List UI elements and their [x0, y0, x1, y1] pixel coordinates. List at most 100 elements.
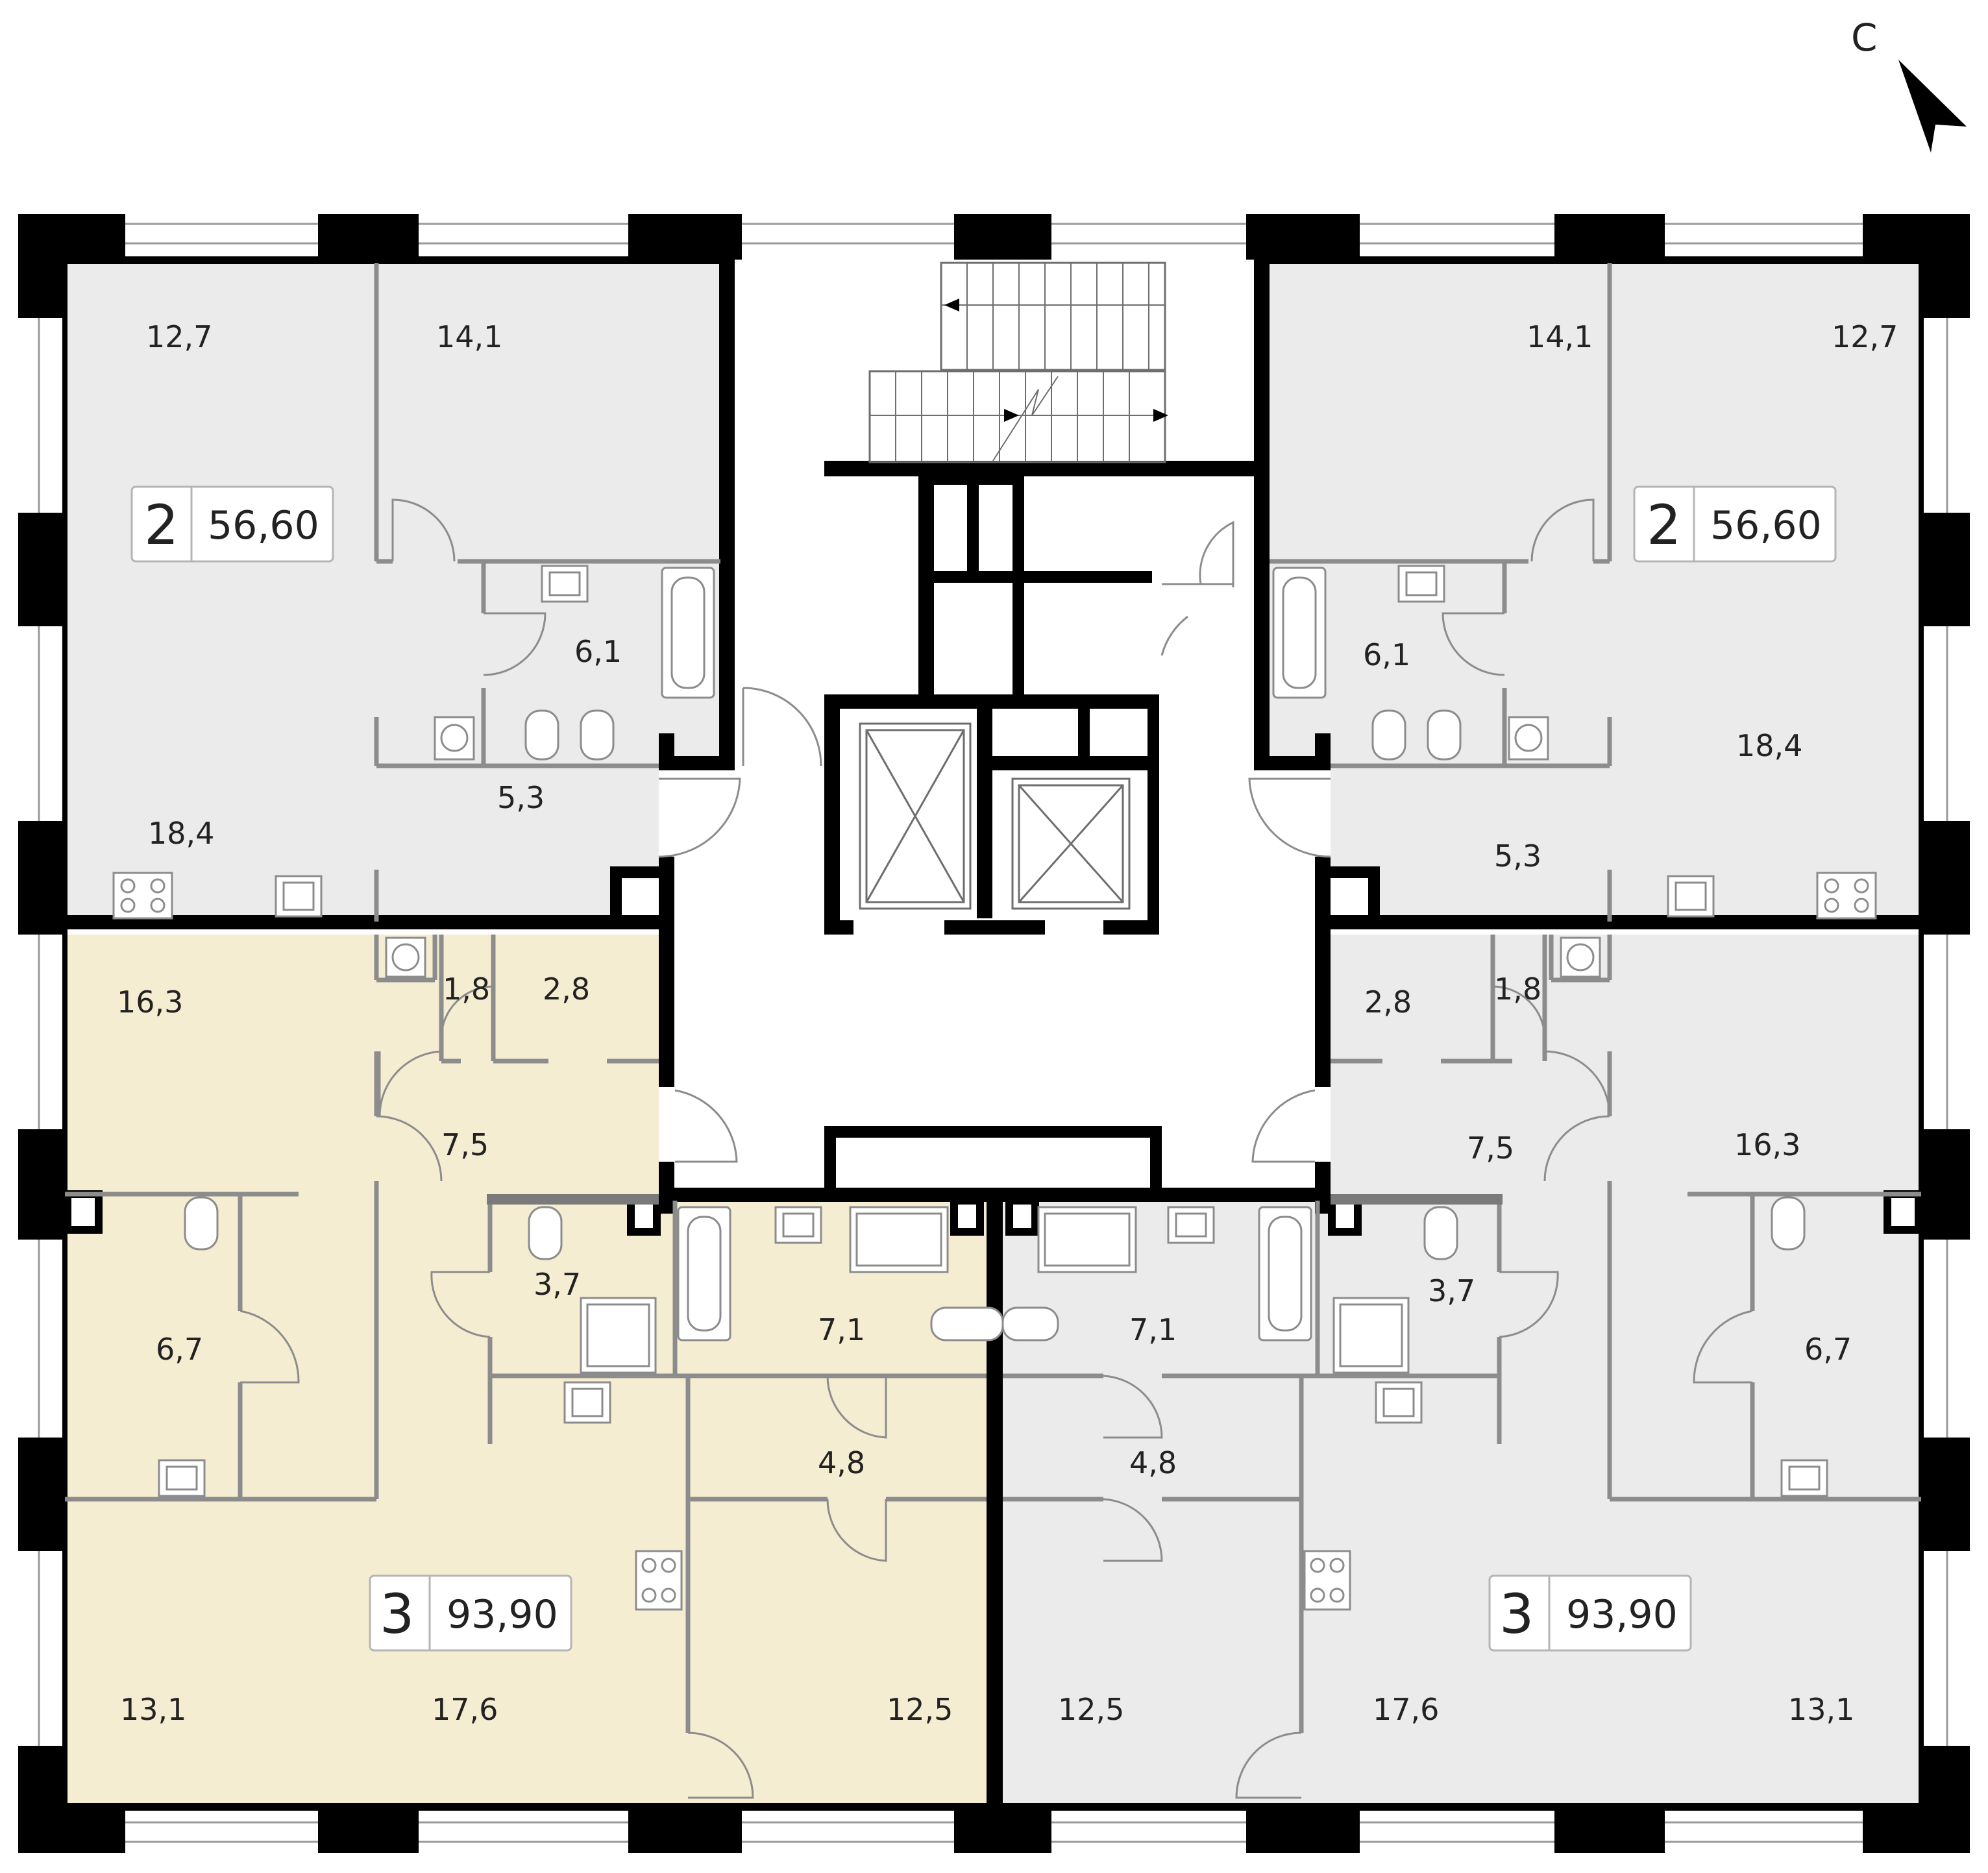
apartment-fills [65, 260, 1921, 1804]
room-area: 7,1 [1129, 1312, 1177, 1347]
column [1246, 1804, 1360, 1853]
door-swing-icon [430, 1271, 491, 1338]
elevator-icon [859, 722, 972, 910]
stairs-icon [868, 262, 1166, 463]
toilet-icon [580, 709, 615, 761]
toilet-icon [1771, 1196, 1806, 1251]
wall-tl-core-2 [659, 756, 735, 770]
shower-icon [1037, 1206, 1137, 1273]
room-area: 14,1 [1527, 319, 1593, 354]
bathtub-icon [1258, 1206, 1312, 1341]
room-area: 12,7 [1832, 319, 1898, 354]
north-arrow-icon [1898, 60, 1967, 153]
room-area: 4,8 [1129, 1445, 1177, 1480]
door-swing-icon [391, 498, 456, 562]
shaft [627, 1197, 661, 1236]
door-swing-icon [658, 777, 741, 858]
toilet-icon [528, 1206, 563, 1260]
elevator-shaft-wall [1103, 920, 1159, 935]
wall-tl-core-3 [659, 733, 674, 769]
door-swing-icon [742, 687, 822, 766]
door-swing-icon [1543, 1115, 1610, 1182]
facade-columns [18, 214, 1970, 1853]
wall-bl-core [659, 935, 674, 1087]
door-swing-icon [376, 1115, 443, 1182]
door-swing-icon [1544, 1050, 1611, 1117]
wall-bottom-center [987, 1201, 1003, 1811]
apartment-top-left-fill [65, 260, 724, 922]
door-swing-icon [687, 1732, 754, 1799]
sink-icon [1167, 1206, 1215, 1244]
apartment-top-right-fill [1269, 260, 1921, 922]
wall-br-core [1315, 935, 1331, 1087]
door-swing-icon [440, 985, 495, 1039]
apartment-rooms: 2 [144, 493, 178, 557]
door-swing-icon [1491, 985, 1546, 1039]
door-swing-icon [1235, 1732, 1302, 1799]
outer-wall-top-left [65, 256, 733, 264]
apartment-rooms: 3 [1499, 1582, 1534, 1646]
apartment-area: 56,60 [1710, 503, 1822, 548]
sink-icon [275, 875, 323, 918]
elevator-shaft-wall [992, 756, 1159, 770]
door-swing-icon [483, 612, 546, 676]
room-area: 14,1 [436, 319, 502, 354]
wall-left-mid [65, 915, 659, 929]
arrow-right-icon [1004, 409, 1019, 422]
column [1921, 1129, 1970, 1240]
room-area: 1,8 [443, 972, 490, 1007]
apartment-rooms: 3 [380, 1582, 414, 1646]
stove-icon [1303, 1550, 1351, 1611]
column [1921, 214, 1970, 318]
stove-icon [1816, 872, 1877, 920]
room-area: 3,7 [534, 1267, 581, 1302]
toilet-icon [524, 709, 559, 761]
room-area: 16,3 [1734, 1127, 1800, 1162]
apartment-badge[interactable]: 2 56,60 [1633, 485, 1837, 563]
bathtub-icon [661, 567, 715, 699]
core-block [918, 571, 1152, 583]
apartment-badge[interactable]: 3 93,90 [1488, 1574, 1692, 1652]
room-area: 18,4 [148, 816, 214, 851]
lobby-box-top [824, 1126, 1162, 1138]
column [318, 214, 419, 260]
door-swing-icon [1442, 612, 1505, 676]
window-strip-right [1920, 223, 1948, 1843]
room-area: 6,1 [574, 634, 622, 669]
toilet-icon [1001, 1306, 1059, 1341]
window-strip-left [38, 223, 66, 1843]
room-area: 18,4 [1736, 728, 1802, 763]
wall-tr-core [1254, 256, 1270, 769]
room-area: 7,5 [1467, 1131, 1514, 1166]
sink-icon [158, 1459, 206, 1497]
elevator-icon [1011, 777, 1131, 910]
room-area: 13,1 [120, 1692, 186, 1727]
washing-machine-icon [1560, 936, 1601, 978]
door-swing-icon [826, 1375, 887, 1439]
toilet-icon [184, 1196, 219, 1251]
apartment-area: 93,90 [447, 1592, 558, 1637]
doors [239, 498, 1753, 1799]
room-area: 1,8 [1494, 972, 1541, 1007]
shaft [950, 1197, 984, 1236]
apartment-badge[interactable]: 2 56,60 [130, 485, 334, 563]
stair-arrows [944, 299, 1168, 422]
room-area: 17,6 [432, 1692, 498, 1727]
column [954, 214, 1051, 260]
lobby-box-right [1150, 1126, 1162, 1191]
column [318, 1804, 419, 1853]
apartment-badge[interactable]: 3 93,90 [369, 1574, 572, 1652]
column [1921, 1438, 1970, 1551]
stair-wall [824, 461, 1254, 476]
bathtub-icon [1272, 567, 1327, 699]
elevator-shaft-wall [1078, 694, 1090, 769]
column [1246, 214, 1360, 260]
column [18, 1438, 65, 1551]
apartment-area: 56,60 [208, 503, 319, 548]
arrow-right-icon [1153, 409, 1168, 422]
room-area: 7,5 [441, 1127, 489, 1162]
toilet-icon [930, 1306, 1004, 1341]
apartment-bottom-right-fill [1003, 935, 1921, 1804]
stove-icon [635, 1550, 683, 1611]
room-area: 6,1 [1363, 637, 1410, 672]
